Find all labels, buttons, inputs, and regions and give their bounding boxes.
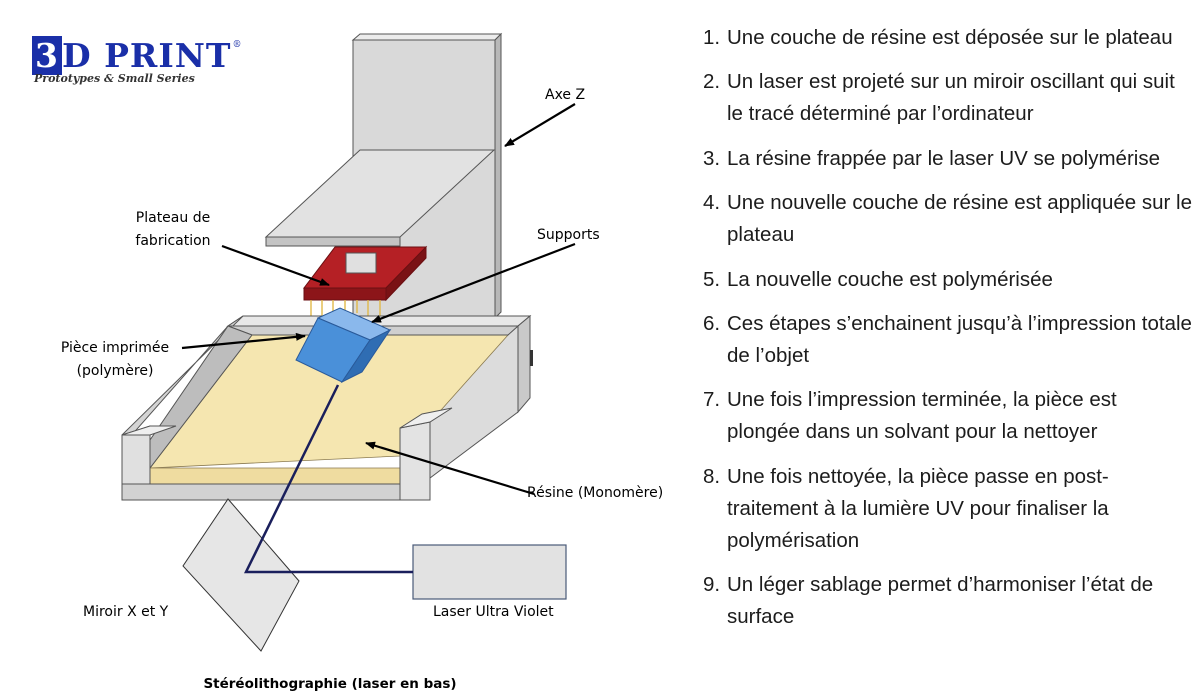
logo-wordmark: 3D PRINT [32, 36, 231, 75]
step-text: La résine frappée par le laser UV se pol… [727, 146, 1160, 170]
label-supports: Supports [537, 227, 600, 243]
step-text: La nouvelle couche est polymérisée [727, 267, 1053, 291]
build-arm [264, 149, 496, 247]
step-number: 9. [703, 573, 721, 597]
label-arrows [181, 103, 576, 496]
step-text: Une couche de résine est déposée sur le … [727, 26, 1173, 49]
step-number: 1. [703, 26, 721, 49]
logo-text: D PRINT [61, 36, 232, 75]
step-number: 2. [703, 70, 721, 94]
logo-registered-mark: ® [232, 40, 242, 50]
process-steps-list: 1. Une couche de résine est déposée sur l… [703, 22, 1193, 646]
step-number: 4. [703, 191, 721, 215]
step-text: Ces étapes s’enchainent jusqu’à l’impres… [727, 311, 1192, 367]
label-piece-line2: (polymère) [77, 363, 154, 379]
step-text: Un laser est projeté sur un miroir oscil… [727, 70, 1175, 126]
logo-3-badge: 3 [32, 36, 62, 75]
step-text: Un léger sablage permet d’harmoniser l’é… [727, 573, 1154, 629]
arrow-piece [181, 332, 306, 350]
logo: 3D PRINT ® Prototypes & Small Series [32, 36, 242, 85]
step-number: 5. [703, 267, 721, 291]
stereolithography-diagram: Axe Z Plateau de fabrication Supports Pi… [61, 32, 663, 692]
label-resine: Résine (Monomère) [527, 485, 663, 501]
step-item: 5.La nouvelle couche est polymérisée [703, 264, 1193, 296]
step-text: Une fois l’impression terminée, la pièce… [727, 388, 1117, 444]
arrow-resine [365, 441, 535, 496]
arrow-axe-z [504, 103, 576, 147]
arrow-plateau [221, 244, 330, 287]
step-number: 7. [703, 388, 721, 412]
logo-tagline: Prototypes & Small Series [34, 72, 195, 85]
step-text: Une nouvelle couche de résine est appliq… [727, 191, 1192, 247]
step-item: 8.Une fois nettoyée, la pièce passe en p… [703, 461, 1193, 557]
build-platform [302, 245, 428, 302]
uv-laser-unit [412, 544, 567, 600]
step-item: 9.Un léger sablage permet d’harmoniser l… [703, 569, 1193, 633]
mirror [182, 498, 300, 652]
step-item: 4.Une nouvelle couche de résine est appl… [703, 187, 1193, 251]
label-miroir: Miroir X et Y [83, 604, 169, 620]
step-text: Une fois nettoyée, la pièce passe en pos… [727, 464, 1109, 552]
step-number: 6. [703, 311, 721, 335]
label-laser: Laser Ultra Violet [433, 604, 554, 620]
label-plateau-line2: fabrication [135, 233, 210, 249]
laser-beam [243, 384, 413, 574]
step-item: 1. Une couche de résine est déposée sur l… [703, 22, 1193, 54]
label-plateau-line1: Plateau de [136, 210, 210, 226]
step-item: 2.Un laser est projeté sur un miroir osc… [703, 66, 1193, 130]
step-number: 8. [703, 464, 721, 488]
step-item: 3.La résine frappée par le laser UV se p… [703, 143, 1193, 175]
printed-part [295, 307, 392, 384]
label-axe-z: Axe Z [545, 87, 585, 103]
diagram-caption: Stéréolithographie (laser en bas) [203, 676, 456, 692]
step-item: 7.Une fois l’impression terminée, la piè… [703, 384, 1193, 448]
arrow-supports [371, 242, 576, 324]
label-piece-line1: Pièce imprimée [61, 340, 169, 356]
step-number: 3. [703, 146, 721, 170]
step-item: 6.Ces étapes s’enchainent jusqu’à l’impr… [703, 308, 1193, 372]
